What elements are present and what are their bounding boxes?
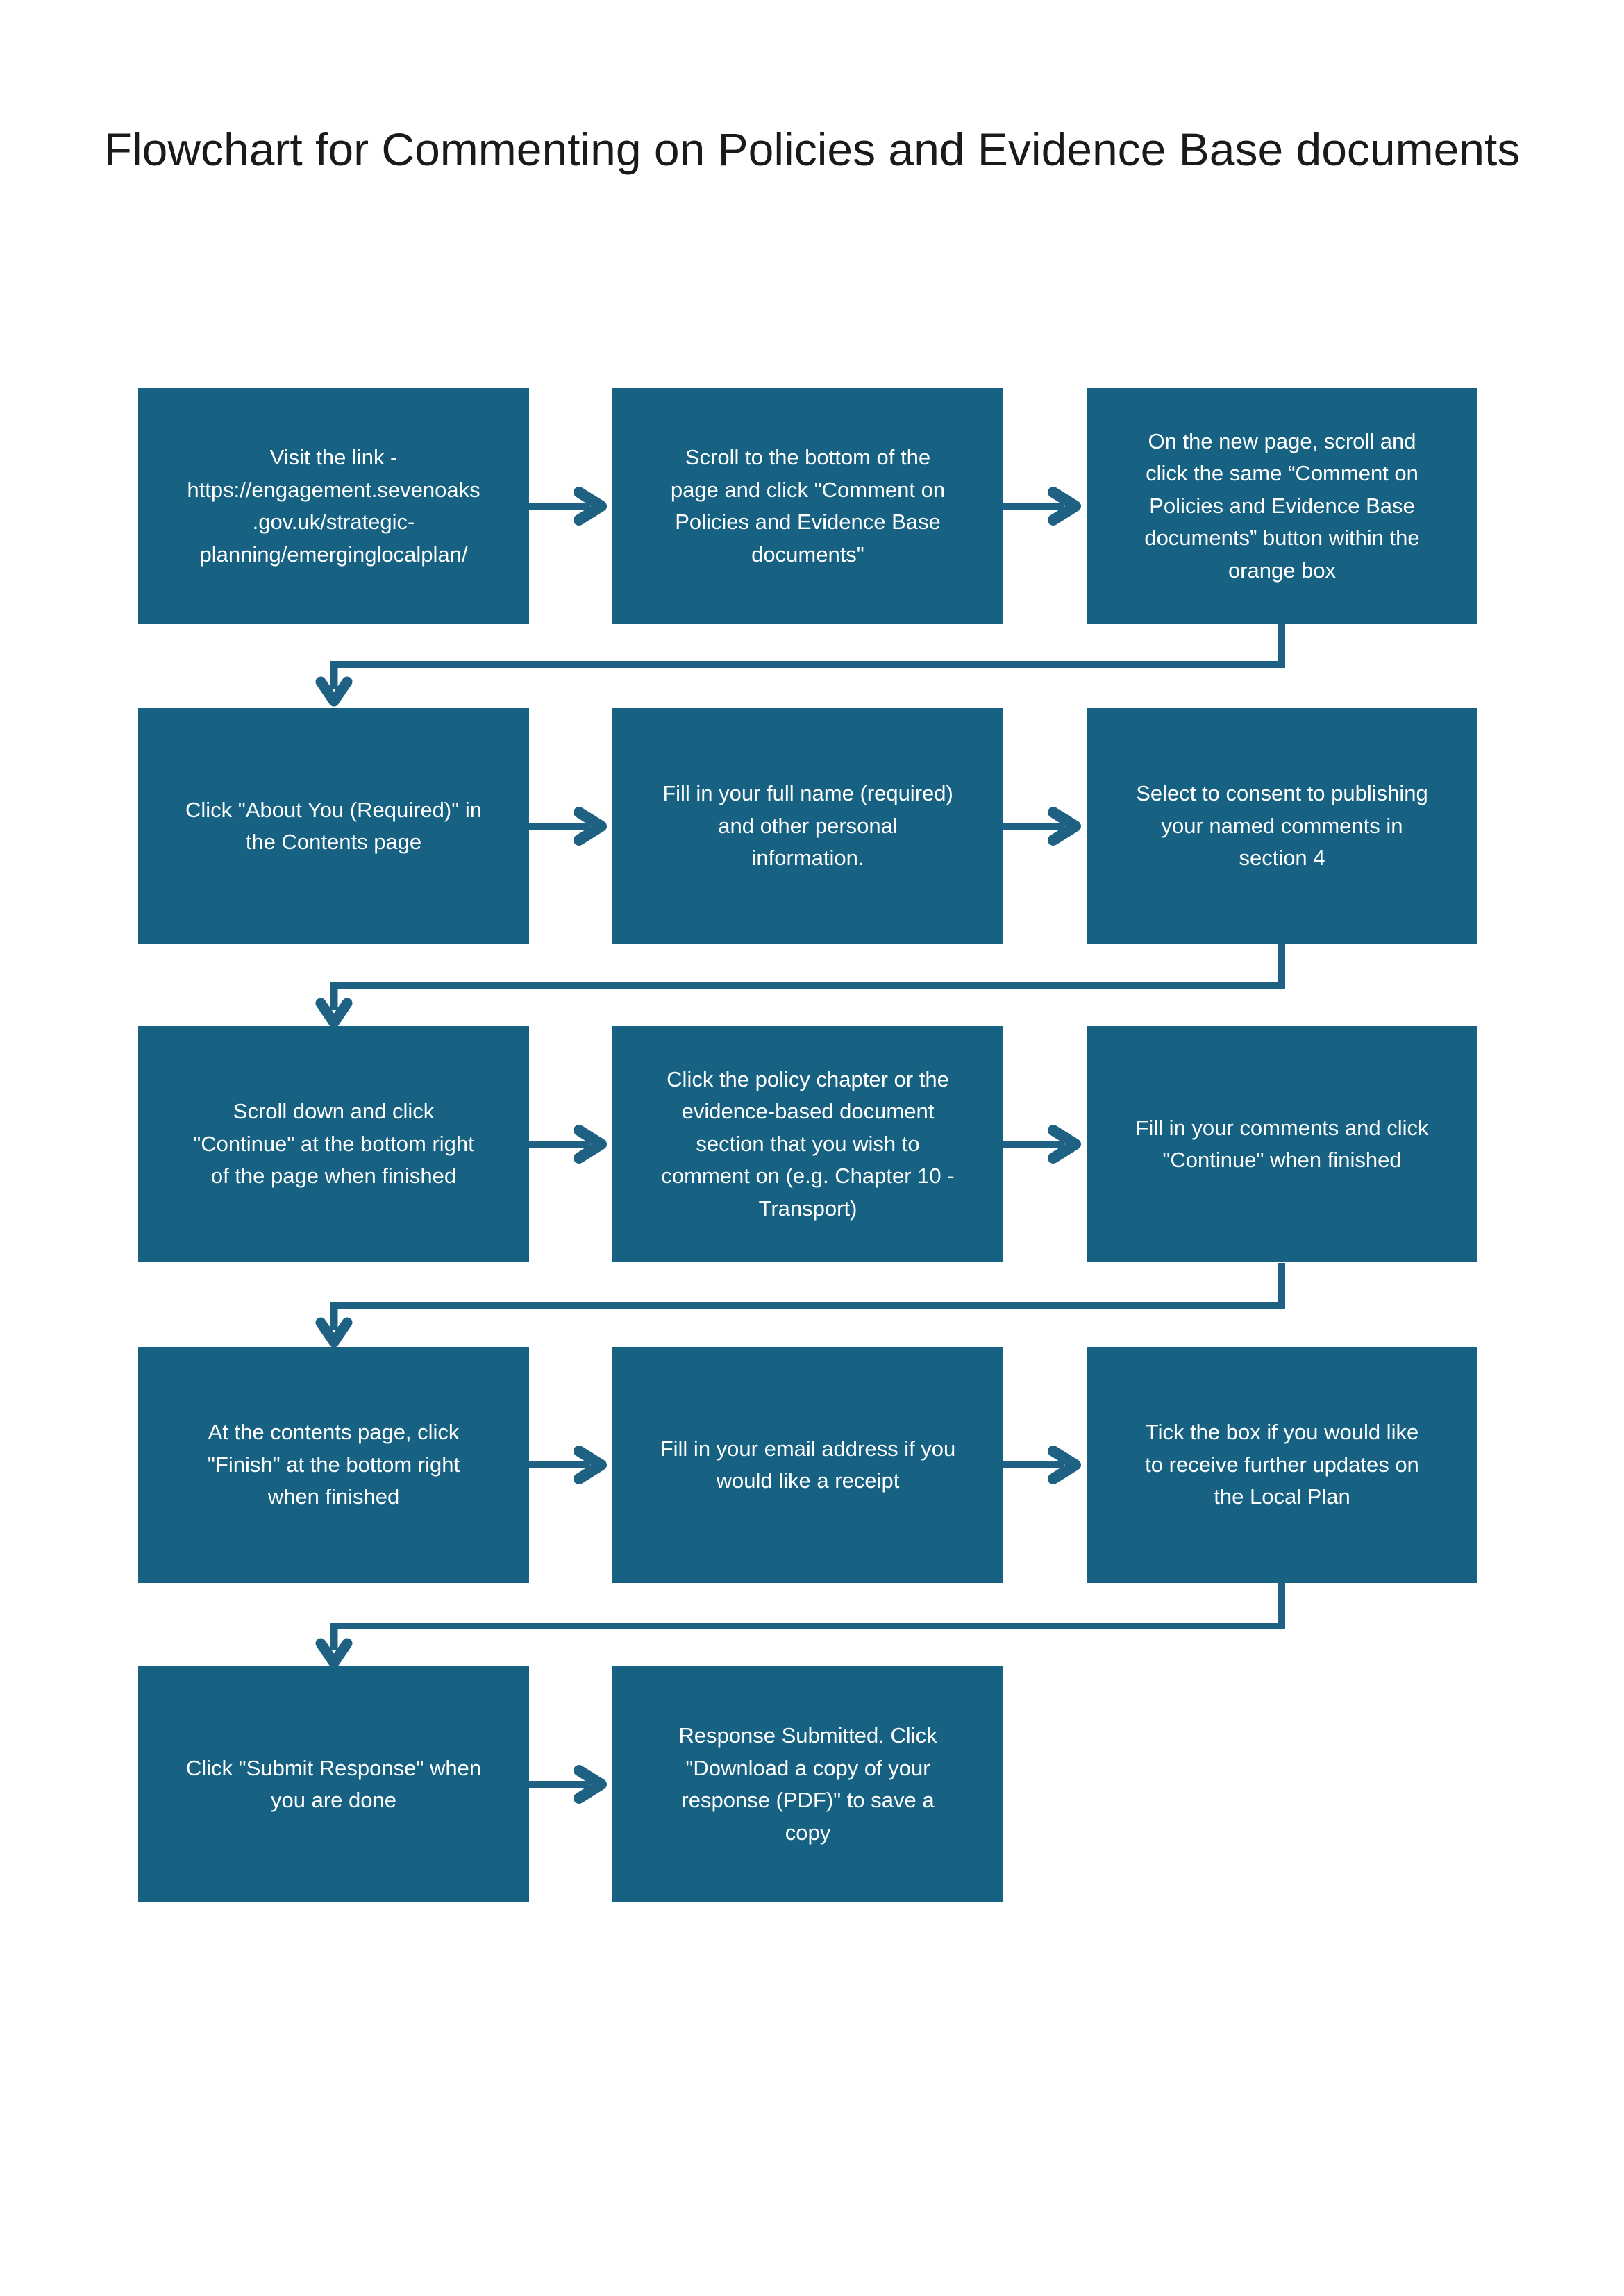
connector-line [1278,624,1285,668]
arrow-down-icon [315,989,353,1028]
arrow-right-icon [529,1125,607,1164]
flow-step-box-1-2: Scroll to the bottom of the page and cli… [612,388,1003,624]
connector-line [1278,1583,1285,1629]
arrow-right-icon [529,487,607,526]
arrow-right-icon [1003,807,1081,846]
arrow-right-icon [529,807,607,846]
connector-line [1278,1263,1285,1309]
connector-line [330,1623,1285,1629]
connector-line [330,661,1285,668]
connector-line [330,1302,1285,1309]
flow-step-box-3-2: Click the policy chapter or the evidence… [612,1026,1003,1262]
flow-step-box-1-1: Visit the link - https://engagement.seve… [138,388,529,624]
arrow-down-icon [315,668,353,707]
connector-line [330,982,1285,989]
flow-step-box-4-2: Fill in your email address if you would … [612,1347,1003,1583]
flow-step-box-3-3: Fill in your comments and click "Continu… [1087,1026,1477,1262]
flow-step-box-2-1: Click "About You (Required)" in the Cont… [138,708,529,944]
flow-step-box-2-2: Fill in your full name (required) and ot… [612,708,1003,944]
arrow-right-icon [1003,1446,1081,1484]
flow-step-box-4-1: At the contents page, click "Finish" at … [138,1347,529,1583]
flow-step-box-1-3: On the new page, scroll and click the sa… [1087,388,1477,624]
arrow-down-icon [315,1629,353,1668]
arrow-right-icon [1003,487,1081,526]
flow-step-box-4-3: Tick the box if you would like to receiv… [1087,1347,1477,1583]
connector-line [1278,944,1285,989]
arrow-right-icon [529,1446,607,1484]
arrow-right-icon [1003,1125,1081,1164]
arrow-right-icon [529,1765,607,1804]
flow-step-box-2-3: Select to consent to publishing your nam… [1087,708,1477,944]
flow-step-box-3-1: Scroll down and click "Continue" at the … [138,1026,529,1262]
flow-step-box-5-1: Click "Submit Response" when you are don… [138,1666,529,1902]
flow-step-box-5-2: Response Submitted. Click "Download a co… [612,1666,1003,1902]
arrow-down-icon [315,1309,353,1348]
page-title: Flowchart for Commenting on Policies and… [103,124,1521,175]
